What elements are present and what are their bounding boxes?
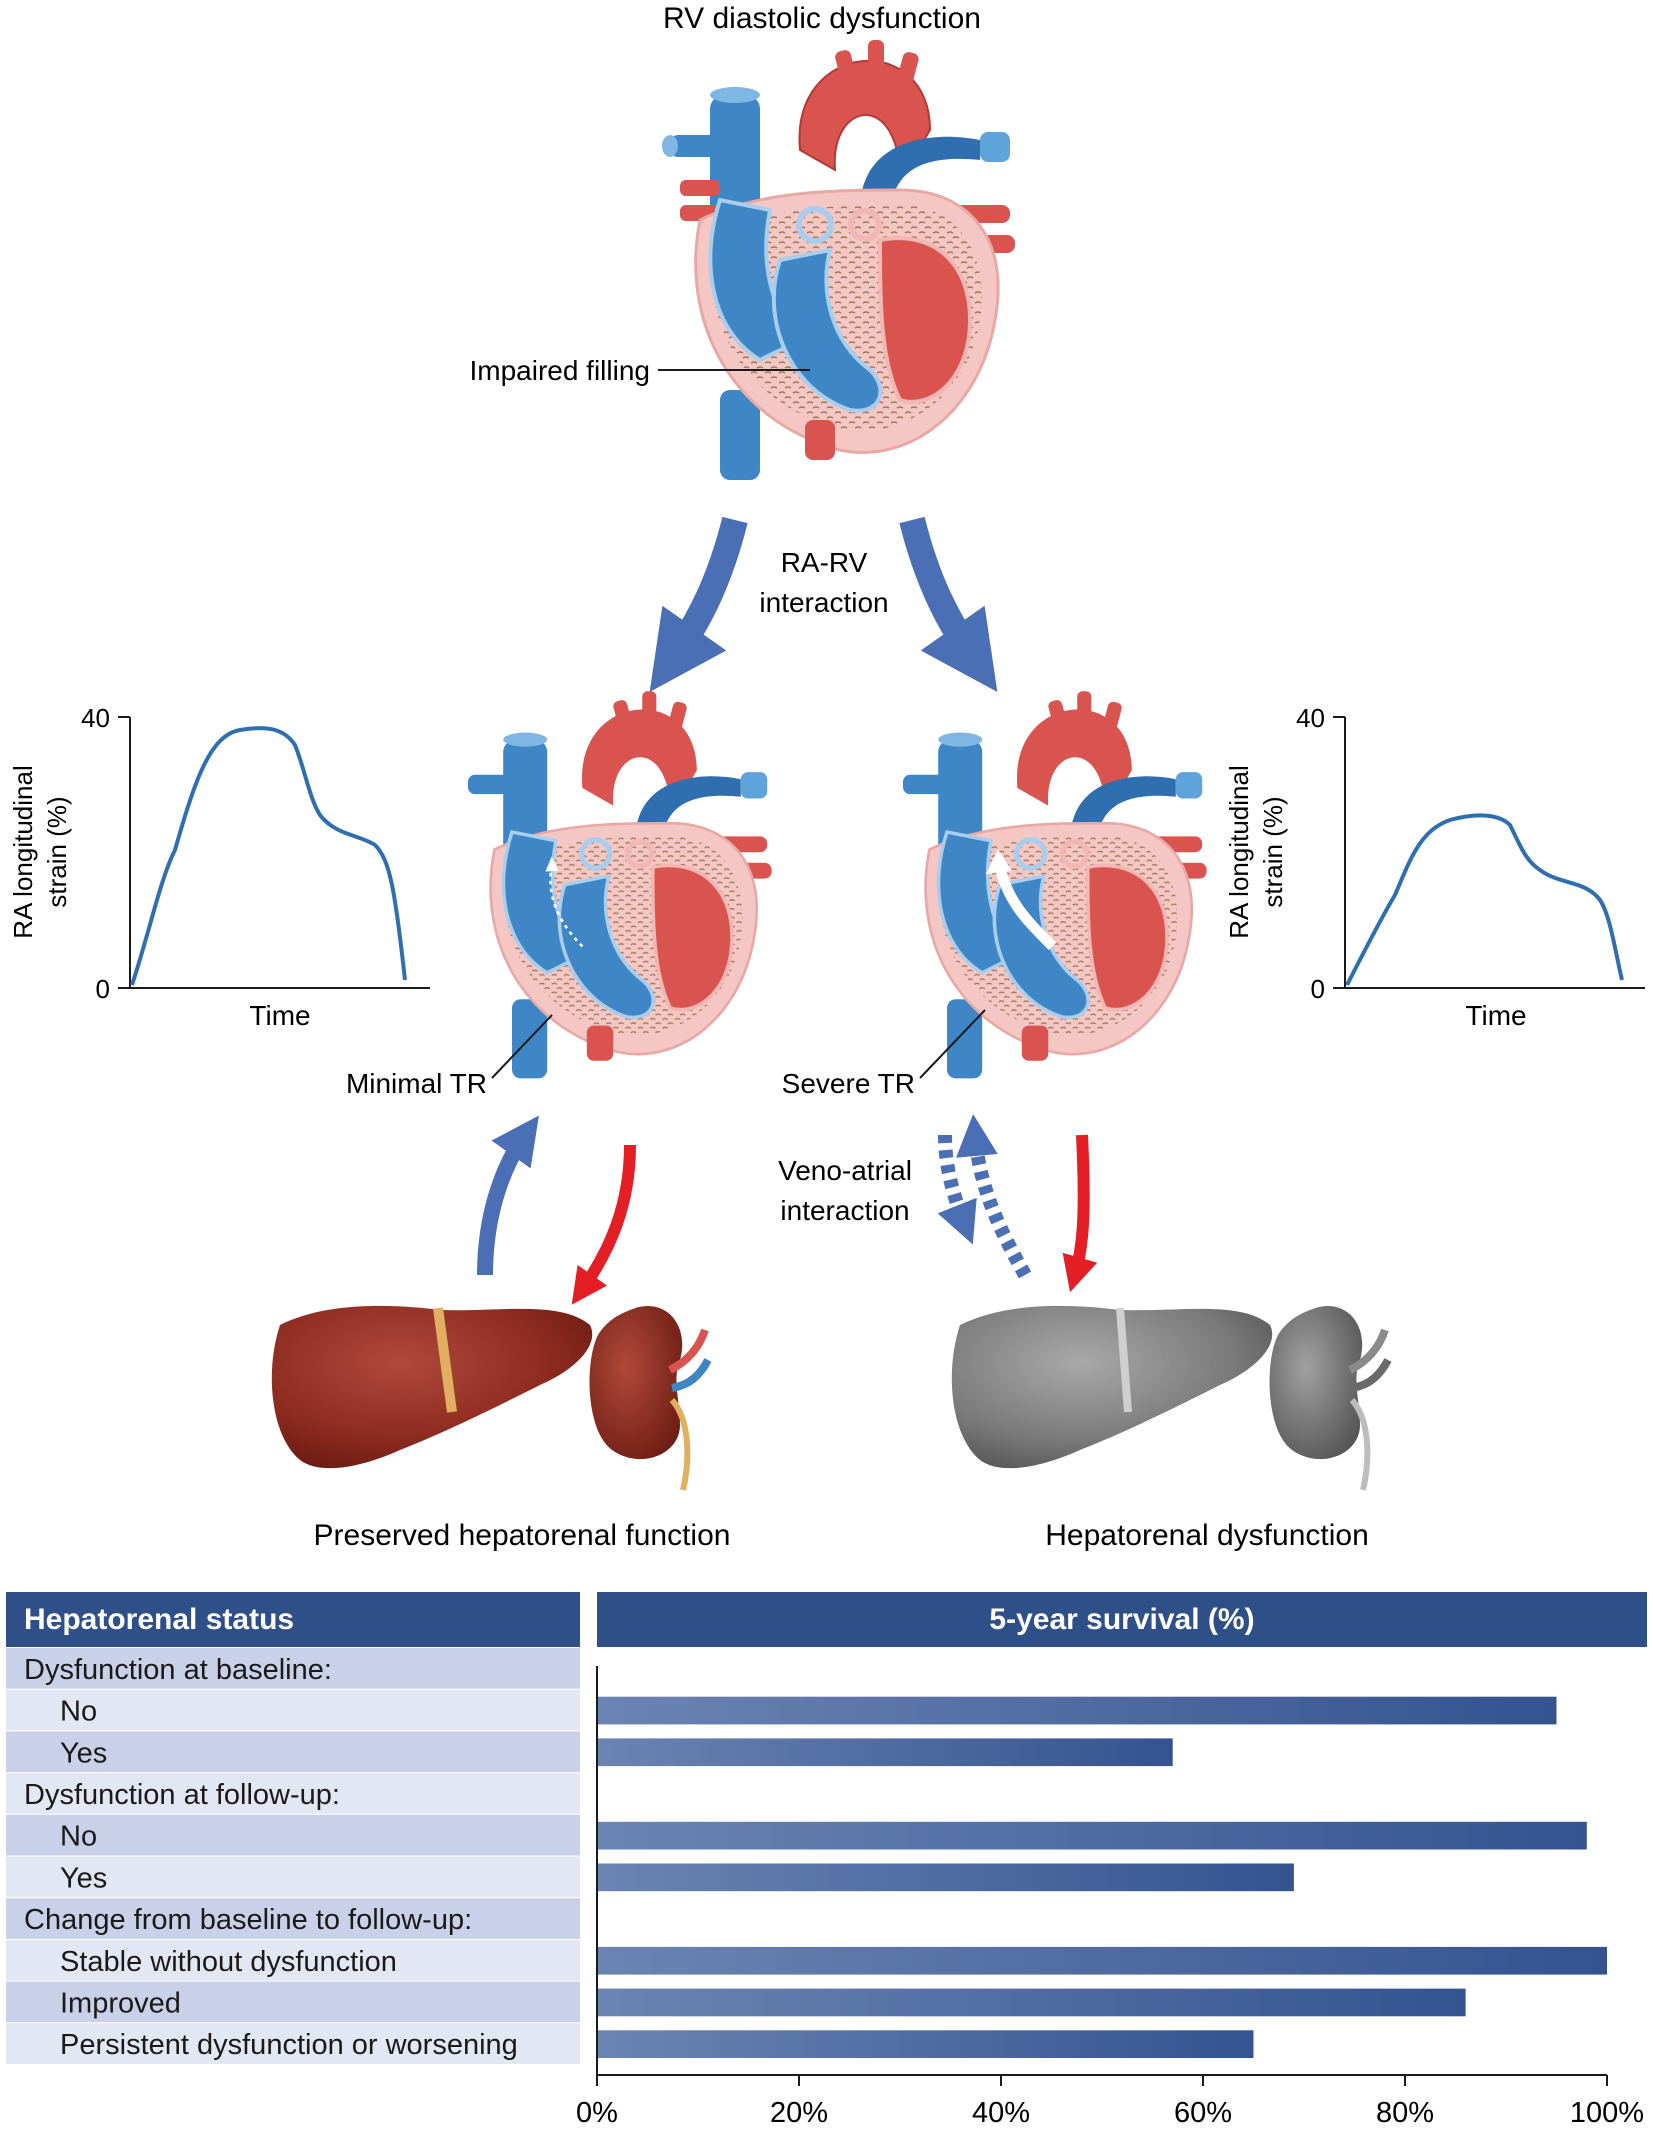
- heart-severe-tr-illustration: [903, 691, 1207, 1079]
- status-group-label: Change from baseline to follow-up:: [24, 1904, 472, 1936]
- diagram-title: RV diastolic dysfunction: [663, 2, 981, 35]
- survival-bar: [597, 1738, 1173, 1767]
- right-strain-ylabel-1: RA longitudinal: [1224, 765, 1254, 938]
- status-row-label: Persistent dysfunction or worsening: [60, 2029, 518, 2061]
- x-tick-label: 40%: [972, 2097, 1030, 2129]
- left-strain-ylabel-2: strain (%): [42, 796, 72, 907]
- right-strain-tick-40: 40: [1296, 703, 1325, 733]
- right-strain-xlabel: Time: [1465, 1000, 1526, 1031]
- status-row-bg: [6, 1814, 580, 1856]
- status-row-bg: [6, 1731, 580, 1773]
- status-row-label: Stable without dysfunction: [60, 1946, 397, 1978]
- survival-bar: [597, 1946, 1607, 1975]
- status-row-bg: [6, 1939, 580, 1981]
- status-row-label: Yes: [60, 1737, 107, 1769]
- arrow-heart-to-organs-right: [1062, 1134, 1098, 1293]
- survival-bar: [597, 2030, 1254, 2058]
- x-tick-label: 0%: [576, 2097, 618, 2129]
- x-tick-label: 60%: [1174, 2097, 1232, 2129]
- status-row-label: No: [60, 1696, 97, 1728]
- liver-dysfunction-illustration: [951, 1305, 1273, 1469]
- survival-bar: [597, 1863, 1294, 1892]
- minimal-tr-leader: [491, 1014, 553, 1079]
- arrow-to-left-heart: [649, 516, 748, 692]
- veno-atrial-label-line1: Veno-atrial: [778, 1155, 912, 1186]
- survival-bar: [597, 1988, 1466, 2017]
- right-strain-ylabel-2: strain (%): [1258, 796, 1288, 907]
- status-row-bg: [6, 1773, 580, 1814]
- right-strain-tick-0: 0: [1311, 974, 1325, 1004]
- x-tick-label: 100%: [1570, 2097, 1644, 2129]
- status-header: Hepatorenal status: [24, 1603, 294, 1636]
- x-tick-label: 20%: [770, 2097, 828, 2129]
- status-group-label: Dysfunction at baseline:: [24, 1654, 332, 1686]
- right-strain-plot: 40 0 RA longitudinal strain (%) Time: [1224, 703, 1645, 1031]
- survival-bar: [597, 1821, 1587, 1850]
- severe-tr-leader: [919, 1009, 986, 1079]
- left-strain-curve: [130, 726, 407, 986]
- left-strain-tick-0: 0: [96, 974, 110, 1004]
- survival-header-bg: [597, 1592, 1647, 1647]
- left-strain-xlabel: Time: [249, 1000, 310, 1031]
- arrow-liver-to-heart-left: [477, 1115, 539, 1276]
- heart-top-illustration: [662, 40, 1015, 480]
- kidney-healthy-illustration: [589, 1306, 712, 1491]
- left-strain-ylabel-1: RA longitudinal: [8, 765, 38, 938]
- liver-healthy-illustration: [271, 1305, 593, 1469]
- status-row-bg: [6, 2023, 580, 2064]
- status-row-bg: [6, 1898, 580, 1939]
- minimal-tr-label: Minimal TR: [346, 1068, 487, 1099]
- left-strain-plot: 40 0 RA longitudinal strain (%) Time: [8, 703, 430, 1031]
- arrow-venoatrial-down: [937, 1134, 977, 1245]
- status-row-label: No: [60, 1821, 97, 1853]
- status-row-label: Yes: [60, 1862, 107, 1894]
- survival-bar: [597, 1696, 1557, 1725]
- arrow-venoatrial-up: [955, 1114, 1032, 1279]
- severe-tr-label: Severe TR: [782, 1068, 915, 1099]
- ra-rv-label-line1: RA-RV: [781, 547, 868, 578]
- status-rows: Dysfunction at baseline:NoYesDysfunction…: [6, 1648, 580, 2064]
- heart-minimal-tr-illustration: [468, 691, 772, 1079]
- dysfunction-label: Hepatorenal dysfunction: [1045, 1519, 1369, 1552]
- x-tick-label: 80%: [1376, 2097, 1434, 2129]
- status-row-bg: [6, 1689, 580, 1731]
- arrow-to-right-heart: [899, 516, 998, 692]
- survival-header: 5-year survival (%): [989, 1603, 1254, 1636]
- status-row-bg: [6, 1648, 580, 1689]
- arrow-heart-to-organs-left: [571, 1144, 636, 1305]
- status-row-bg: [6, 1856, 580, 1898]
- survival-bars: [597, 1696, 1607, 2058]
- status-group-label: Dysfunction at follow-up:: [24, 1779, 340, 1811]
- impaired-filling-label: Impaired filling: [469, 355, 650, 386]
- preserved-function-label: Preserved hepatorenal function: [314, 1519, 731, 1552]
- status-header-bg: [6, 1592, 580, 1647]
- ra-rv-label-line2: interaction: [759, 587, 888, 618]
- status-row-bg: [6, 1981, 580, 2023]
- survival-x-ticks: 0% 20% 40% 60% 80% 100%: [576, 2075, 1644, 2129]
- kidney-dysfunction-illustration: [1269, 1306, 1392, 1491]
- right-strain-curve: [1345, 813, 1624, 986]
- veno-atrial-label-line2: interaction: [780, 1195, 909, 1226]
- left-strain-tick-40: 40: [81, 703, 110, 733]
- status-row-label: Improved: [60, 1987, 181, 2019]
